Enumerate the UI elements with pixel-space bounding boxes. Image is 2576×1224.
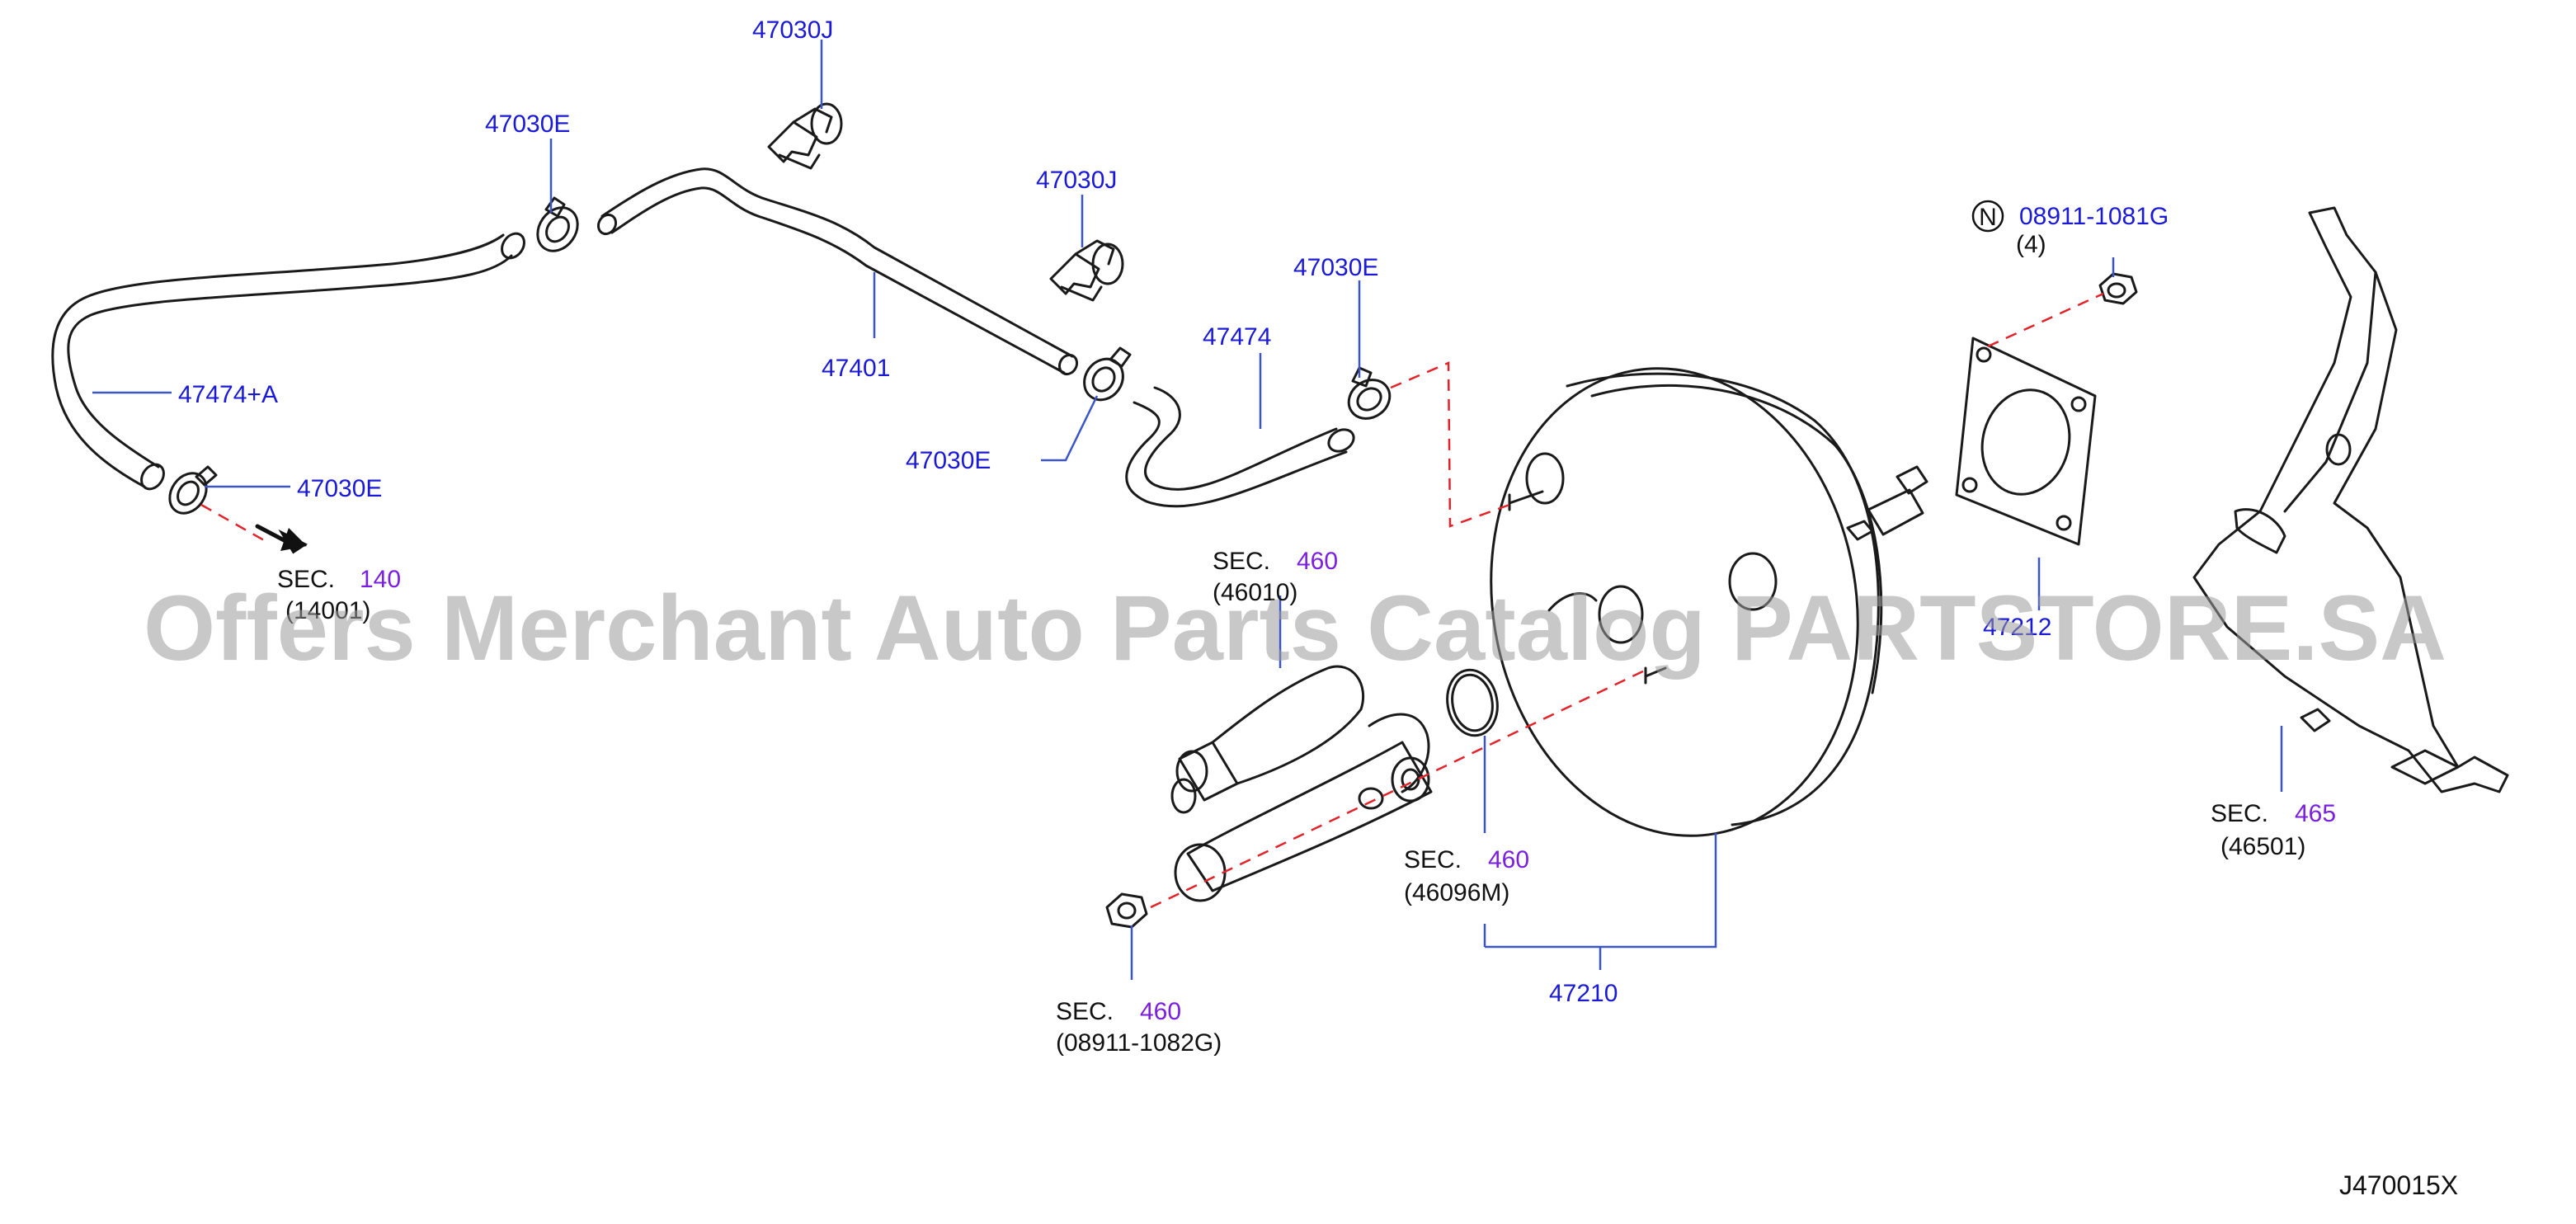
sec-460-cyl-prefix: SEC. <box>1213 548 1270 575</box>
nut-08911-1081g[interactable] <box>2098 272 2138 305</box>
sec-460-oring-prefix: SEC. <box>1404 846 1462 873</box>
hose-47474[interactable] <box>1125 386 1358 508</box>
pedal-bracket-46501[interactable] <box>2192 206 2509 793</box>
clip-47030j-mid[interactable] <box>1049 239 1124 302</box>
label-booster-47210: 47210 <box>1549 980 1618 1007</box>
section-ref-460-oring[interactable]: SEC. 460 (46096M) <box>1404 846 1529 906</box>
sec-460-nut-prefix: SEC. <box>1056 998 1114 1025</box>
phantom-lines <box>200 292 2104 909</box>
section-ref-465[interactable]: SEC. 465 (46501) <box>2211 800 2336 860</box>
clip-47030j-top[interactable] <box>767 102 843 170</box>
label-hose-47474a: 47474+A <box>178 381 278 408</box>
label-clamp-47030e-upper-left: 47030E <box>485 111 570 138</box>
gasket-47212[interactable] <box>1955 337 2097 546</box>
brake-booster-47210[interactable] <box>1455 339 1928 865</box>
leader-lines <box>92 40 2283 980</box>
clamp-47030e-lower-left[interactable] <box>162 465 218 520</box>
o-ring-46096m[interactable] <box>1443 666 1503 739</box>
label-tube-47401: 47401 <box>822 355 890 382</box>
section-ref-460-cylinder[interactable]: SEC. 460 (46010) <box>1213 548 1338 606</box>
n-circle-icon <box>1971 200 2004 233</box>
label-clamp-47030e-right: 47030E <box>1293 254 1378 281</box>
master-cylinder-46010[interactable] <box>1170 665 1433 902</box>
nut-08911-1082g[interactable] <box>1105 892 1148 929</box>
sec-460-oring-number: 460 <box>1488 846 1529 873</box>
clamp-47030e-mid[interactable] <box>1076 346 1132 407</box>
nut-n-marker: N <box>1979 204 1997 231</box>
hose-47474a[interactable] <box>51 229 529 493</box>
clamp-47030e-upper-left[interactable] <box>530 196 586 259</box>
sec-140-ref: (14001) <box>285 597 370 624</box>
sec-465-prefix: SEC. <box>2211 800 2268 827</box>
label-clip-47030j-top: 47030J <box>752 16 833 44</box>
sec-460-oring-ref: (46096M) <box>1404 879 1509 906</box>
label-nut-08911-1081g: N 08911-1081G (4) <box>1971 200 2169 258</box>
tube-47401[interactable] <box>595 167 1080 378</box>
section-ref-140[interactable]: SEC. 140 (14001) <box>277 566 401 624</box>
sec-140-number: 140 <box>360 566 401 593</box>
watermark-text: Offers Merchant Auto Parts Catalog PARTS… <box>144 577 2446 680</box>
sec-140-prefix: SEC. <box>277 566 335 593</box>
label-clip-47030j-mid: 47030J <box>1036 167 1117 194</box>
sec-460-nut-number: 460 <box>1140 998 1181 1025</box>
clamp-47030e-right[interactable] <box>1341 366 1397 426</box>
label-clamp-47030e-lower-left: 47030E <box>297 475 382 502</box>
nut-part-number: 08911-1081G <box>2019 203 2169 230</box>
nut-quantity: (4) <box>2016 231 2046 258</box>
label-hose-47474: 47474 <box>1203 323 1271 351</box>
sec-465-ref: (46501) <box>2220 833 2305 860</box>
label-clamp-47030e-mid: 47030E <box>906 447 991 474</box>
label-gasket-47212: 47212 <box>1983 614 2051 641</box>
section-ref-460-nut[interactable]: SEC. 460 (08911-1082G) <box>1056 998 1222 1057</box>
diagram-code: J470015X <box>2339 1170 2458 1200</box>
sec-460-cyl-number: 460 <box>1297 548 1338 575</box>
arrow-head-icon <box>280 528 307 551</box>
sec-465-number: 465 <box>2295 800 2336 827</box>
sec-460-cyl-ref: (46010) <box>1213 579 1297 606</box>
sec-460-nut-ref: (08911-1082G) <box>1056 1029 1222 1057</box>
